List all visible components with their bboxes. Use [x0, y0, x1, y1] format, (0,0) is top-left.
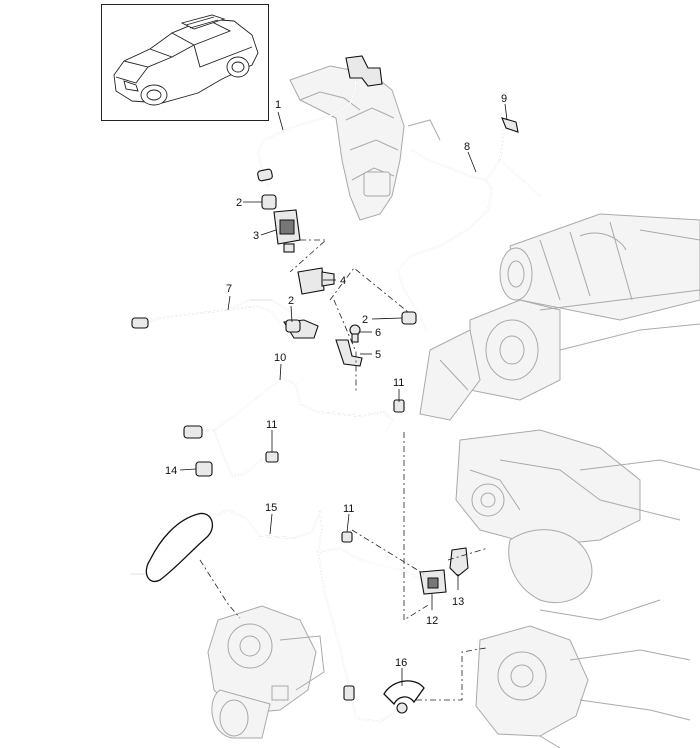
valve-3	[273, 209, 301, 253]
callout-1: 1	[275, 99, 281, 111]
callout-10: 10	[274, 352, 286, 364]
callout-3: 3	[253, 230, 259, 242]
callout-14: 14	[165, 465, 177, 477]
callout-16: 16	[395, 657, 407, 669]
connector-14	[195, 461, 213, 477]
callout-11: 11	[343, 503, 354, 515]
starter-motor-background	[419, 213, 700, 421]
vehicle-suv-icon	[113, 14, 259, 106]
vacuum-line-1	[257, 55, 383, 187]
bolt-6	[349, 324, 361, 343]
callout-9: 9	[501, 93, 507, 105]
callout-15: 15	[265, 502, 277, 514]
vacuum-line-7	[131, 299, 319, 339]
callout-4: 4	[340, 275, 346, 287]
clip-9	[501, 117, 519, 133]
callout-leaders	[179, 103, 508, 686]
vehicle-thumbnail-frame	[101, 4, 269, 121]
callout-12: 12	[426, 615, 438, 627]
bracket-5	[335, 339, 363, 367]
turbocharger-left-background	[207, 605, 325, 739]
hose-clamp-11	[265, 399, 405, 543]
bracket-13	[449, 547, 469, 577]
callout-2: 2	[288, 295, 294, 307]
bracket-4	[297, 267, 335, 295]
callout-5: 5	[375, 349, 381, 361]
valve-12	[419, 569, 447, 595]
callout-2: 2	[236, 197, 242, 209]
vacuum-line-8	[397, 123, 541, 331]
hose-16	[383, 680, 425, 714]
callout-6: 6	[375, 327, 381, 339]
callout-13: 13	[452, 596, 464, 608]
vacuum-line-15	[130, 509, 427, 723]
engine-block-lower-background	[455, 429, 700, 621]
assembly-dashed-lines	[199, 239, 489, 701]
callout-11: 11	[393, 377, 404, 389]
callout-2: 2	[362, 314, 368, 326]
callout-8: 8	[464, 141, 470, 153]
callout-11: 11	[266, 419, 277, 431]
vacuum-line-10	[183, 377, 393, 477]
callout-labels: 1 2 2 2 3 4 5 6 7 8 9 10 11 11 11 12 13 …	[165, 93, 507, 669]
engine-intake-background	[289, 65, 441, 221]
turbocharger-right-background	[475, 625, 691, 748]
callout-7: 7	[226, 283, 232, 295]
